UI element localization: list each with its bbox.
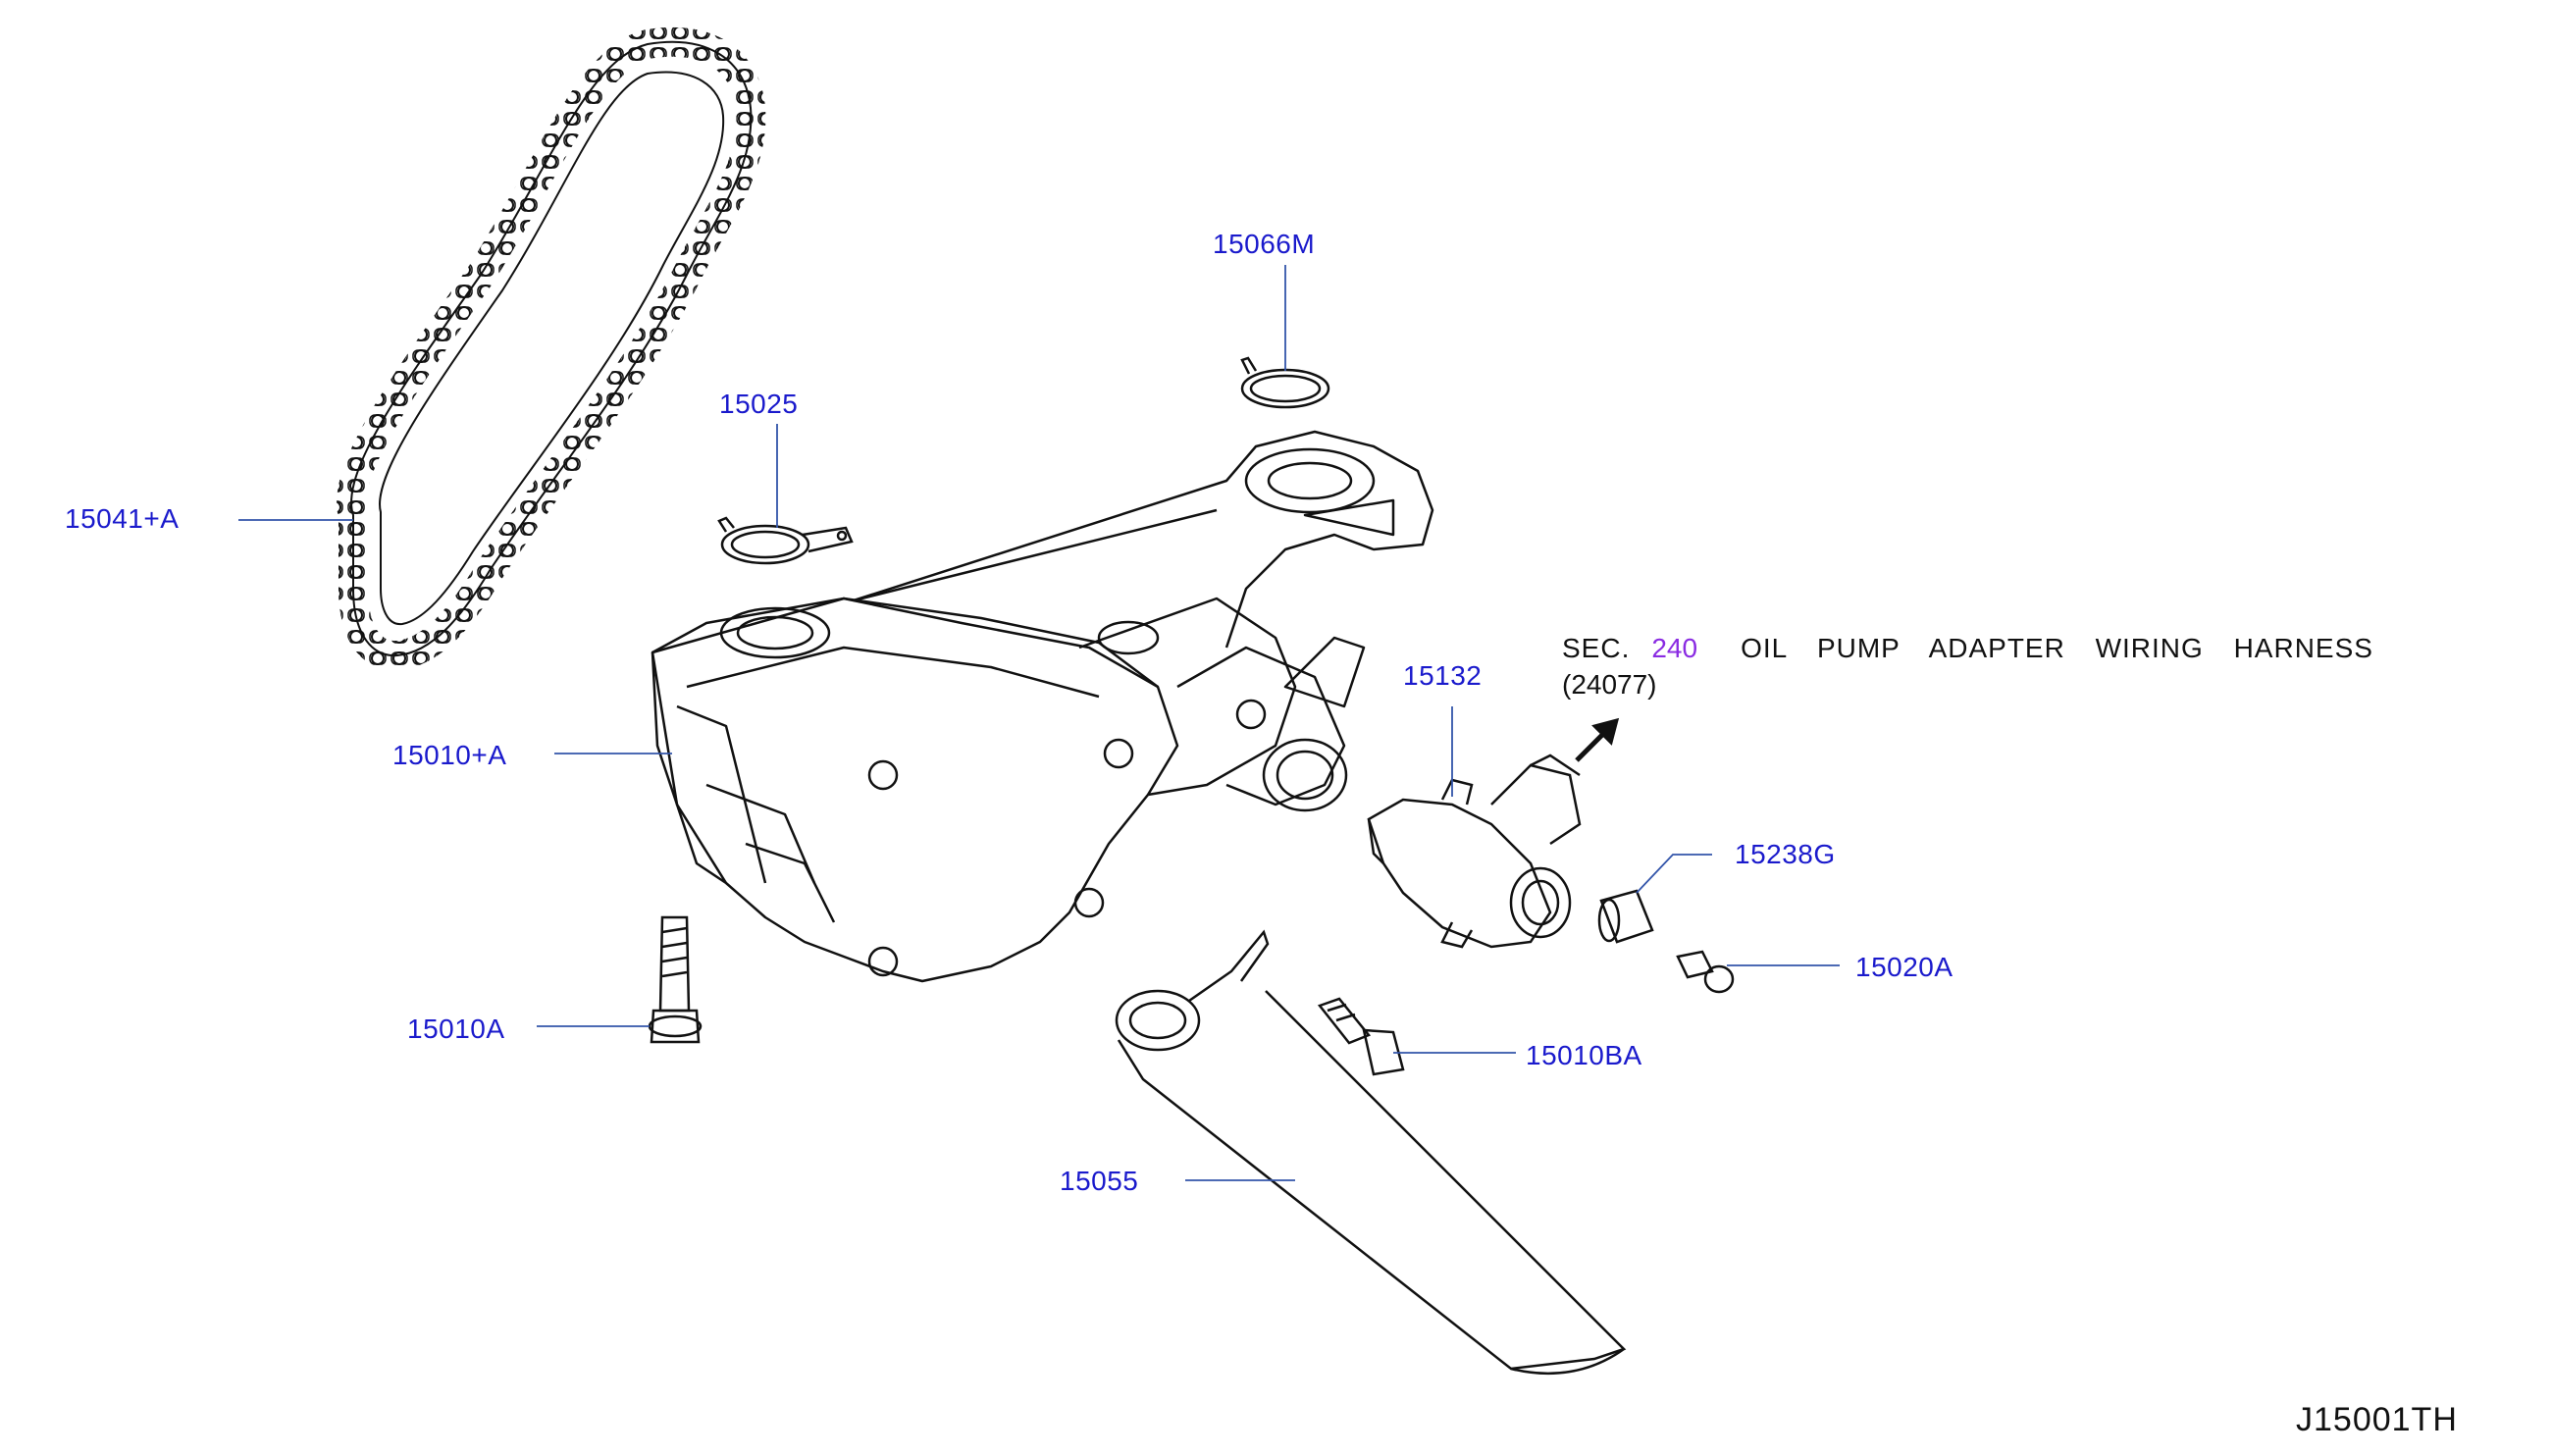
bolt-15010ba: [1317, 997, 1405, 1076]
callout-15238g[interactable]: 15238G: [1735, 839, 1836, 869]
callout-15041a[interactable]: 15041+A: [65, 503, 180, 534]
leader-lines: [238, 265, 1840, 1181]
callout-15055[interactable]: 15055: [1060, 1166, 1139, 1196]
section-code: (24077): [1562, 669, 1657, 700]
timing-chain: [337, 26, 766, 670]
oil-pump-assembly: [651, 430, 1434, 983]
section-prefix: SEC.: [1562, 633, 1631, 663]
bolt-15020a: [1676, 950, 1735, 994]
gasket-15025: [717, 516, 854, 565]
collar-15238g: [1597, 889, 1654, 944]
callout-15010a[interactable]: 15010A: [407, 1014, 505, 1044]
leader-15238g: [1636, 854, 1712, 894]
o-ring-15066m: [1240, 356, 1330, 409]
section-arrow: [1575, 717, 1620, 762]
callout-15010ba[interactable]: 15010BA: [1526, 1040, 1642, 1070]
callout-15066m[interactable]: 15066M: [1213, 229, 1316, 259]
diagram-id: J15001TH: [2296, 1401, 2458, 1438]
section-number-link[interactable]: 240: [1651, 633, 1698, 663]
section-description: OIL PUMP ADAPTER WIRING HARNESS: [1741, 633, 2373, 663]
callout-15020a[interactable]: 15020A: [1855, 952, 1953, 982]
oil-strainer-15055: [1115, 929, 1627, 1376]
callout-15010pa[interactable]: 15010+A: [392, 740, 507, 770]
section-note-line: SEC. 240 OIL PUMP ADAPTER WIRING HARNESS: [1562, 633, 2373, 664]
callout-15025[interactable]: 15025: [719, 389, 799, 419]
bolt-15010a: [648, 915, 703, 1044]
solenoid-valve-15132: [1367, 754, 1582, 949]
callout-15132[interactable]: 15132: [1403, 660, 1483, 691]
